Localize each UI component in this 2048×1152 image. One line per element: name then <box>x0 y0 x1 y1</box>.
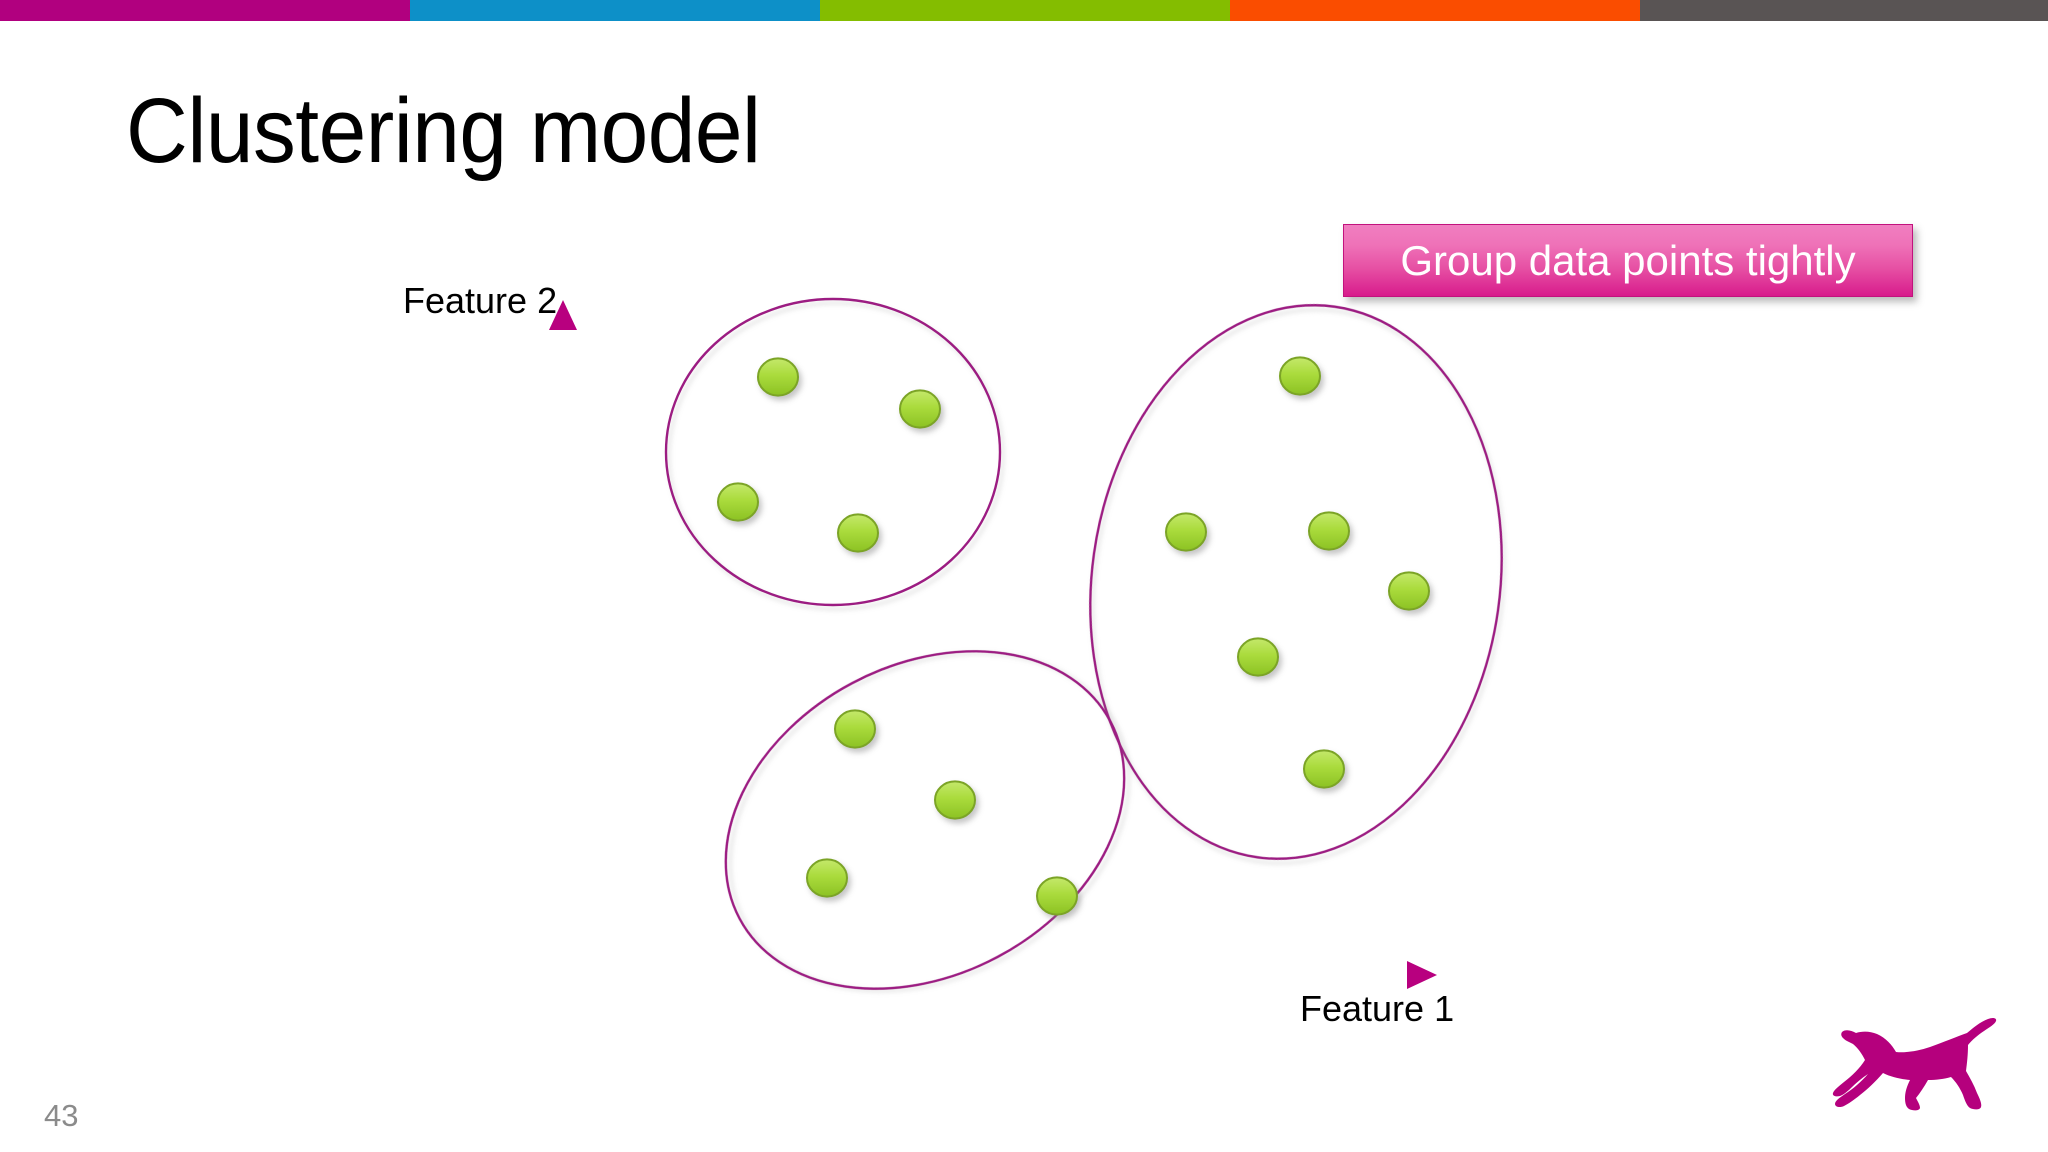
top-color-bar <box>0 0 2048 21</box>
dog-silhouette-path <box>1832 1017 1997 1111</box>
data-point <box>717 482 759 522</box>
x-axis-label: Feature 1 <box>1300 988 1455 1029</box>
data-point <box>834 709 876 749</box>
running-dog-logo <box>1832 1017 1997 1111</box>
cluster-outline-cluster-3 <box>724 650 1126 990</box>
data-point <box>837 513 879 553</box>
page-number: 43 <box>44 1098 79 1133</box>
callout-banner: Group data points tightly <box>1343 224 1913 297</box>
page-title: Clustering model <box>126 80 761 182</box>
topbar-segment-orange <box>1230 0 1640 21</box>
y-axis-label: Feature 2 <box>403 280 558 321</box>
topbar-segment-green <box>820 0 1230 21</box>
data-point <box>934 780 976 820</box>
data-point <box>1303 749 1345 789</box>
topbar-segment-gray <box>1640 0 2048 21</box>
x-axis-arrowhead-icon <box>1407 961 1437 989</box>
topbar-segment-magenta <box>0 0 410 21</box>
data-point <box>1308 511 1350 551</box>
data-point <box>1388 571 1430 611</box>
data-point <box>899 389 941 429</box>
data-point <box>1165 512 1207 552</box>
data-point <box>757 357 799 397</box>
cluster-outlines <box>664 297 1503 990</box>
cluster-outline-cluster-2 <box>1089 304 1503 860</box>
topbar-segment-blue <box>410 0 820 21</box>
data-point <box>1279 356 1321 396</box>
callout-text: Group data points tightly <box>1400 236 1856 284</box>
data-point <box>1036 876 1078 916</box>
data-points <box>717 356 1430 916</box>
cluster-outline-cluster-1 <box>664 297 1002 607</box>
axes <box>549 300 1437 989</box>
data-point <box>806 858 848 898</box>
data-point <box>1237 637 1279 677</box>
